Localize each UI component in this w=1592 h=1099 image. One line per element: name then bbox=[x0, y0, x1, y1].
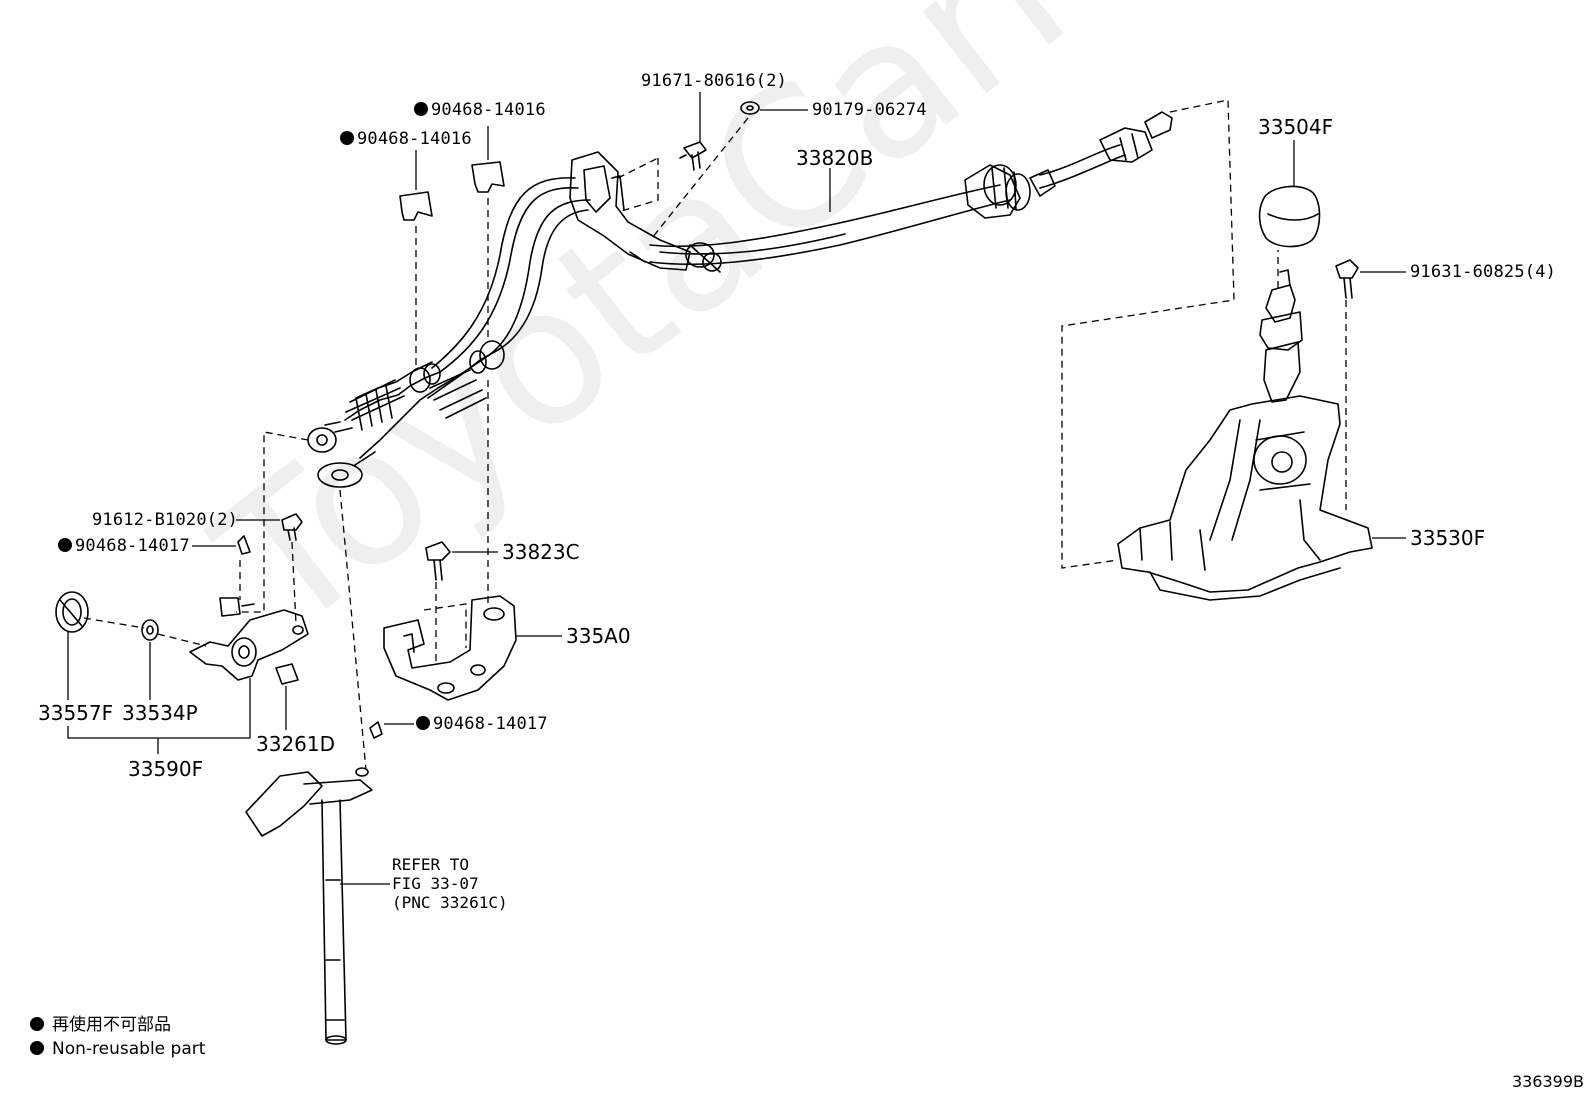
label-33557F: 33557F bbox=[38, 701, 114, 725]
cable-end-right bbox=[1099, 111, 1173, 163]
cable-end-lower-left bbox=[307, 361, 441, 453]
shift-lever-assembly bbox=[1117, 269, 1373, 601]
label-33504F: 33504F bbox=[1258, 115, 1334, 139]
label-90179-06274: 90179-06274 bbox=[812, 100, 927, 120]
bullet-icon bbox=[30, 1041, 44, 1055]
label-335A0: 335A0 bbox=[566, 624, 631, 648]
cable-collar-1 bbox=[685, 242, 722, 273]
refer-line-2: FIG 33-07 bbox=[392, 874, 479, 893]
leader-lines bbox=[67, 92, 1406, 885]
label-33261D: 33261D bbox=[256, 732, 336, 756]
bracket-335A0 bbox=[383, 595, 517, 701]
figure-id: 336399B bbox=[1511, 1072, 1584, 1091]
bolt-91612 bbox=[281, 513, 303, 541]
lever-33590F bbox=[189, 597, 309, 681]
clip-90468-14017-left bbox=[237, 535, 251, 555]
refer-line-3: (PNC 33261C) bbox=[392, 893, 508, 912]
label-33823C: 33823C bbox=[502, 540, 580, 564]
washer-33534P bbox=[141, 619, 159, 641]
label-91612-B1020: 91612-B1020(2) bbox=[92, 510, 239, 530]
seal-33557F bbox=[55, 591, 89, 633]
bullet-icon bbox=[30, 1017, 44, 1031]
clip-90468-14016-b bbox=[471, 161, 505, 193]
label-90468-14016-right: 90468-14016 bbox=[414, 101, 546, 119]
legend-japanese-text: 再使用不可部品 bbox=[52, 1015, 171, 1035]
legend-english: Non-reusable part bbox=[30, 1038, 205, 1060]
label-33820B: 33820B bbox=[796, 146, 874, 170]
label-90468-14016-left: 90468-14016 bbox=[340, 130, 472, 148]
clip-90468-14016-a bbox=[399, 191, 433, 221]
clip-90468-14017-lower bbox=[369, 721, 383, 739]
label-33530F: 33530F bbox=[1410, 526, 1486, 550]
bolt-91671 bbox=[679, 141, 707, 171]
bolt-91631 bbox=[1335, 259, 1359, 299]
label-90468-14017-left: 90468-14017 bbox=[58, 537, 190, 555]
label-91631-60825: 91631-60825(4) bbox=[1410, 262, 1557, 282]
shift-cable-assembly bbox=[431, 144, 1126, 373]
label-33534P: 33534P bbox=[122, 701, 198, 725]
legend-japanese: 再使用不可部品 bbox=[30, 1014, 171, 1036]
cable-grommet-right bbox=[964, 164, 1056, 219]
refer-note: REFER TO FIG 33-07 (PNC 33261C) bbox=[392, 855, 508, 912]
legend-english-text: Non-reusable part bbox=[52, 1039, 206, 1059]
shift-knob bbox=[1258, 185, 1321, 248]
label-33590F: 33590F bbox=[128, 757, 204, 781]
refer-line-1: REFER TO bbox=[392, 855, 470, 874]
washer-90179 bbox=[740, 101, 760, 115]
shift-shaft bbox=[245, 767, 373, 1045]
label-90468-14017-lower: 90468-14017 bbox=[416, 715, 548, 733]
cable-end-lower-right bbox=[317, 340, 505, 488]
bolt-33823C bbox=[425, 541, 451, 581]
clip-33261D bbox=[275, 663, 299, 685]
dashed-guides bbox=[83, 99, 1347, 771]
label-91671-80616: 91671-80616(2) bbox=[641, 71, 788, 91]
